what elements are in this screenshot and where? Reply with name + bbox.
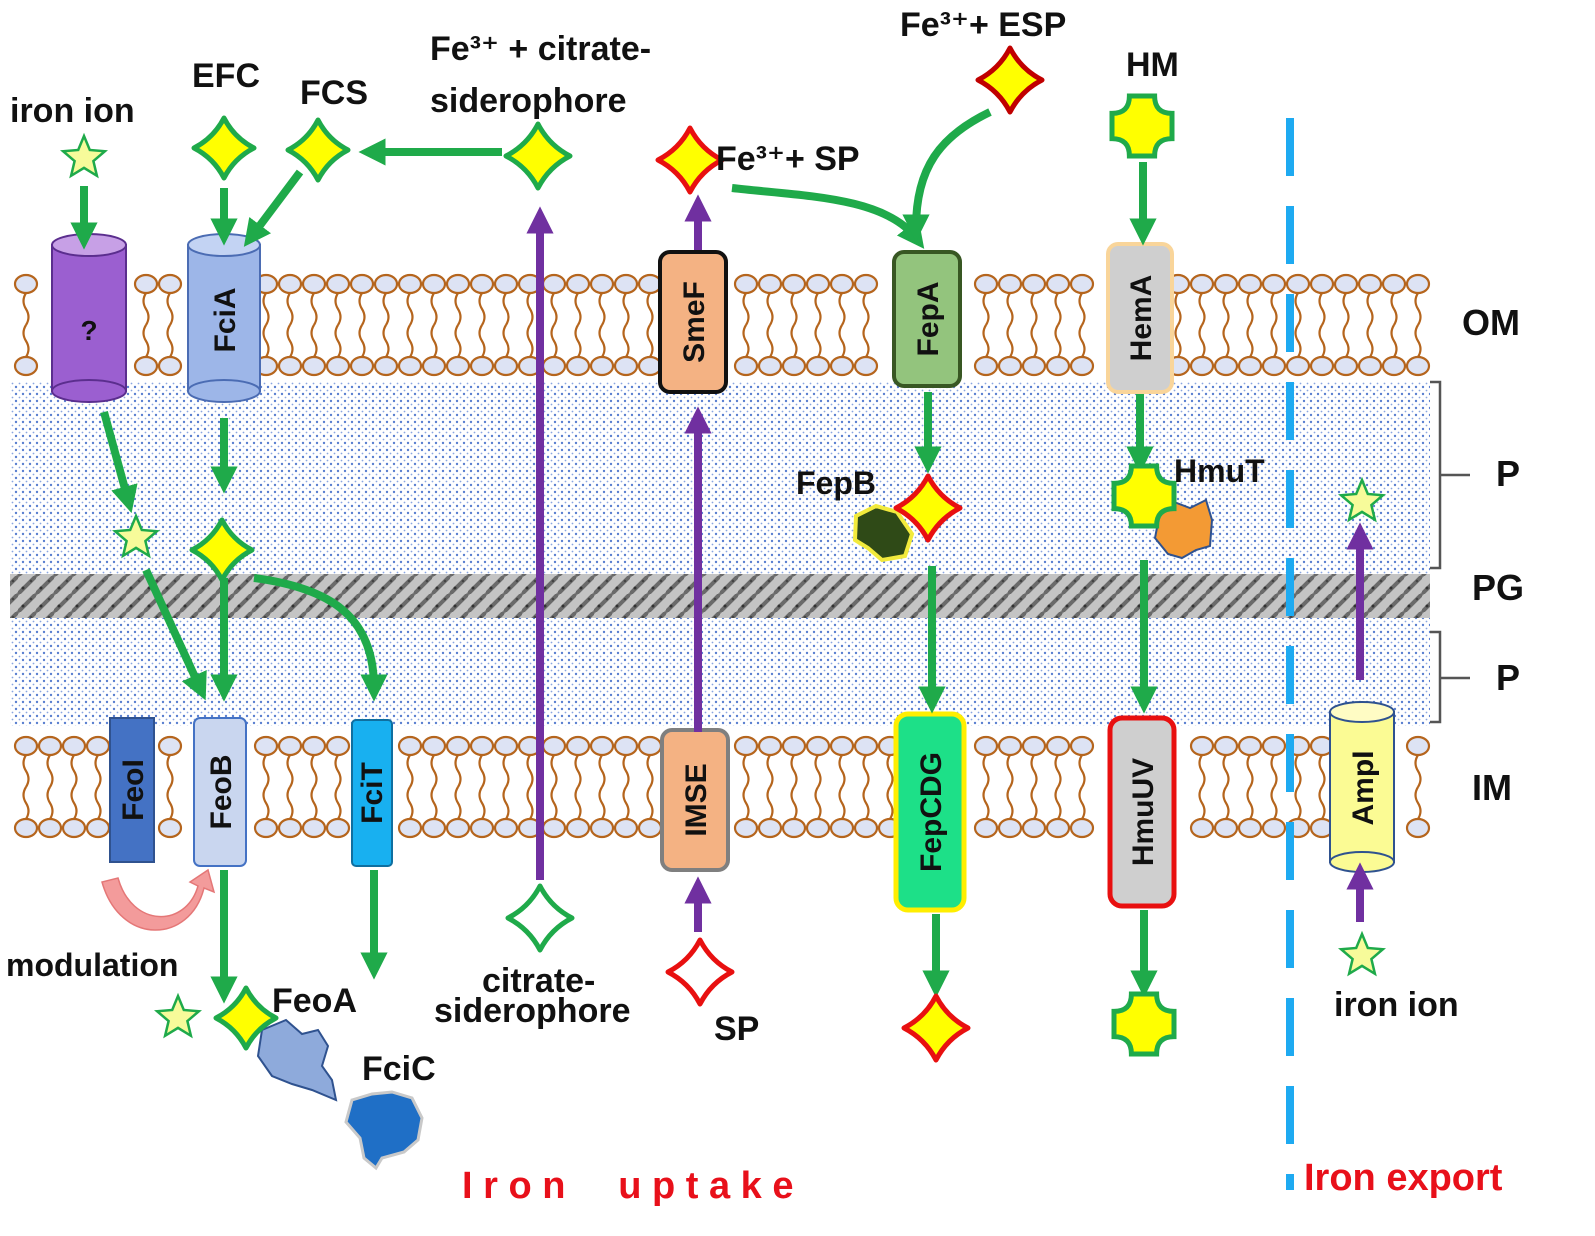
unknown-transporter: ?: [51, 233, 127, 403]
cytoplasm-iron-ion-export-star: [1338, 930, 1386, 977]
unknown-label: ?: [80, 315, 97, 346]
uptake-arrows: [70, 108, 1158, 1004]
feob-protein: FeoB: [193, 717, 247, 867]
fcia-protein: FciA: [187, 233, 261, 403]
feoa-label: FeoA: [272, 982, 357, 1020]
hema-label: HemA: [1125, 275, 1158, 362]
fepcdg-label: FepCDG: [915, 752, 948, 872]
fepcdg-protein: FepCDG: [893, 711, 967, 913]
fepa-protein: FepA: [892, 250, 962, 388]
fe-esp-molecule: [975, 45, 1045, 115]
fcic-protein: [344, 1090, 424, 1171]
hmuuv-protein: HmuUV: [1107, 715, 1177, 909]
fcic-label: FciC: [362, 1050, 436, 1088]
iron-export-title: Iron export: [1304, 1157, 1503, 1199]
p-lower-label: P: [1496, 657, 1520, 698]
om-label: OM: [1462, 302, 1520, 343]
ampi-protein: AmpI: [1329, 701, 1395, 873]
ampi-label: AmpI: [1347, 751, 1380, 826]
modulation-arrow: [101, 868, 216, 931]
hmut-label: HmuT: [1174, 453, 1265, 489]
fe-sp-molecule: [655, 125, 725, 195]
citrate-siderophore-line1: citrate-: [482, 962, 595, 1000]
fepb-protein: [852, 503, 915, 563]
feoi-label: FeoI: [117, 759, 150, 821]
smef-protein: SmeF: [658, 250, 728, 394]
fe-citrate-siderophore-line1: Fe³⁺ + citrate-: [430, 30, 651, 68]
fe-esp-label: Fe³⁺+ ESP: [900, 6, 1066, 44]
fcs-label: FCS: [300, 74, 368, 112]
iron-ion-star: [60, 132, 108, 179]
inner-membrane: [13, 735, 1431, 839]
periplasm-heme-molecule: [1111, 463, 1177, 529]
fe-sp-label: Fe³⁺+ SP: [716, 140, 860, 178]
imse-label: IMSE: [680, 763, 713, 836]
fepb-label: FepB: [796, 465, 876, 501]
hmuuv-label: HmuUV: [1127, 758, 1160, 866]
imse-protein: IMSE: [660, 728, 730, 872]
molecule-symbols: [60, 45, 1386, 1063]
iron-ion-bottom-label: iron ion: [1334, 986, 1459, 1024]
periplasm-exported-iron-star: [1338, 476, 1386, 523]
cytoplasm-iron-ion-star: [154, 992, 202, 1039]
periplasm-lower-bracket: [1430, 630, 1470, 724]
fe-citrate-siderophore-line2: siderophore: [430, 82, 626, 120]
cytoplasm-fecitrate-molecule: [213, 985, 279, 1051]
periplasm-fecitrate-molecule: [189, 517, 255, 583]
periplasm-lower: [10, 618, 1430, 726]
efc-label: EFC: [192, 57, 260, 95]
hmut-protein: [1153, 498, 1214, 560]
periplasm-fesp-molecule: [893, 473, 963, 543]
citrate-siderophore-line2: siderophore: [434, 992, 630, 1030]
modulation-label: modulation: [6, 947, 178, 983]
im-label: IM: [1472, 767, 1512, 808]
outer-membrane: [13, 273, 1431, 377]
efflux-arrows: [526, 194, 1374, 932]
citrate-siderophore-molecule: [505, 883, 575, 953]
periplasm-iron-ion-star: [112, 512, 160, 559]
sp-molecule: [665, 937, 735, 1007]
feoa-protein: [256, 1018, 338, 1102]
feob-label: FeoB: [205, 755, 238, 830]
iron-ion-top-label: iron ion: [10, 92, 135, 130]
hm-label: HM: [1126, 46, 1179, 84]
periplasm-upper-bracket: [1430, 380, 1470, 570]
hm-molecule: [1109, 93, 1175, 159]
pg-label: PG: [1472, 567, 1524, 608]
peptidoglycan-layer: [10, 574, 1430, 618]
fe-citrate-siderophore-molecule: [503, 121, 573, 191]
hema-protein: HemA: [1106, 242, 1174, 394]
feoi-protein: FeoI: [109, 717, 155, 863]
fepa-label: FepA: [912, 282, 945, 357]
efc-molecule: [191, 115, 257, 181]
cytoplasm-heme-molecule: [1111, 991, 1177, 1057]
smef-label: SmeF: [678, 281, 711, 363]
fcit-protein: FciT: [351, 719, 393, 867]
fcs-molecule: [285, 117, 351, 183]
cytoplasm-fesp-molecule: [901, 993, 971, 1063]
fcia-label: FciA: [209, 287, 242, 352]
sp-label: SP: [714, 1010, 759, 1048]
fcit-label: FciT: [356, 762, 389, 824]
p-upper-label: P: [1496, 453, 1520, 494]
iron-uptake-title: I r o n u p t a k e: [462, 1165, 794, 1207]
